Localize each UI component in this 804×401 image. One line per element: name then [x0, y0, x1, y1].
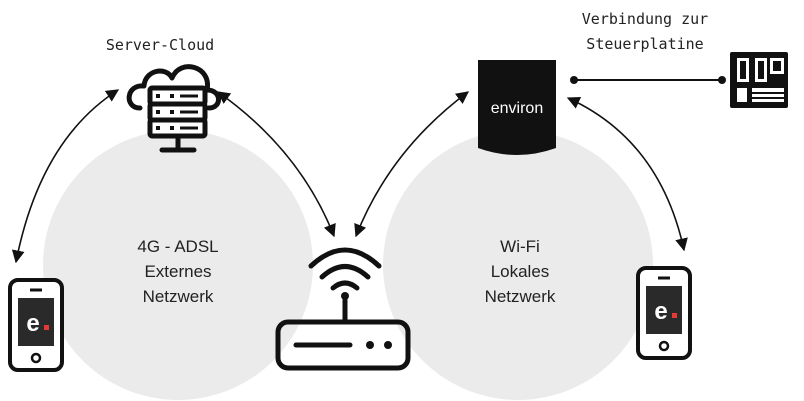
arrow-router-to-environ: [354, 91, 470, 238]
smartphone-icon-left: e: [8, 278, 64, 372]
arrow-phone-left-to-cloud: [11, 89, 120, 264]
environ-device-icon: environ: [478, 60, 556, 155]
phone-logo-letter-right: e: [654, 298, 667, 325]
server-rack-lights: [156, 94, 198, 130]
local-network-label-1: Wi-Fi: [500, 237, 540, 256]
phone-logo-letter-left: e: [26, 310, 39, 337]
cloud-server-icon: [126, 64, 221, 153]
environ-device-label: environ: [491, 100, 543, 117]
wifi-router-icon: [275, 247, 411, 371]
connection-label-line1: Verbindung zur: [582, 10, 708, 28]
phone-logo-dot-right: [672, 313, 677, 318]
circuit-board-icon: [730, 52, 788, 108]
phone-logo-dot-left: [44, 325, 49, 330]
local-network-label-3: Netzwerk: [485, 287, 556, 306]
external-network-label-2: Externes: [144, 262, 211, 281]
local-network-label-2: Lokales: [491, 262, 550, 281]
external-network-label-1: 4G - ADSL: [137, 237, 218, 256]
arrow-cloud-to-router: [216, 91, 336, 238]
smartphone-icon-right: e: [636, 266, 692, 360]
external-network-label-3: Netzwerk: [143, 287, 214, 306]
connection-label-line2: Steuerplatine: [586, 35, 703, 53]
server-cloud-label: Server-Cloud: [106, 36, 214, 54]
board-connection-line: [570, 76, 726, 84]
arrow-environ-to-phone-right: [566, 96, 688, 252]
